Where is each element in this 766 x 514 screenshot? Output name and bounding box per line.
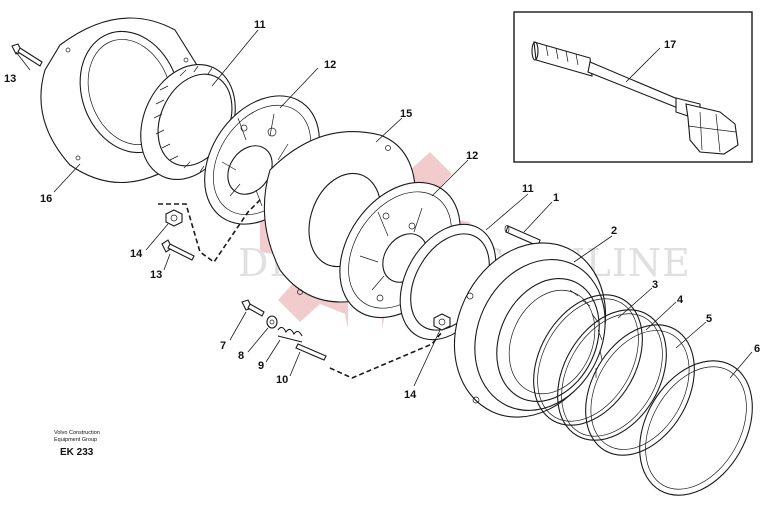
callout-7: 7 <box>220 340 226 352</box>
callout-8: 8 <box>238 350 244 362</box>
part-13-bolt-bottom <box>161 239 195 261</box>
part-4-ring <box>557 309 667 441</box>
callout-17: 17 <box>664 39 676 51</box>
callout-10: 10 <box>276 374 288 386</box>
leader-lines <box>15 29 753 387</box>
part-6-ring <box>639 360 753 496</box>
callout-2: 2 <box>611 225 617 237</box>
part-5-ring <box>585 324 695 456</box>
inset-box: 17 <box>513 11 753 163</box>
callout-11-mid: 11 <box>522 183 534 195</box>
tool-17-drawing <box>531 41 739 155</box>
part-3-ring <box>533 294 643 426</box>
part-14-nut-bottom <box>433 313 451 331</box>
callout-14-bottom: 14 <box>404 389 417 401</box>
callout-3: 3 <box>652 279 658 291</box>
part-8-washer <box>266 315 278 329</box>
callout-15: 15 <box>400 108 412 120</box>
part-13-bolt-top <box>11 43 43 67</box>
part-2-housing <box>453 242 607 418</box>
callout-13-top: 13 <box>4 73 16 85</box>
callout-4: 4 <box>677 294 684 306</box>
part-14-nut-left <box>165 209 183 227</box>
callout-11-top: 11 <box>254 19 266 31</box>
callout-12-top: 12 <box>324 59 336 71</box>
footer-credit: Volvo Construction Equipment Group EK 23… <box>54 430 100 458</box>
callout-6: 6 <box>754 343 760 355</box>
callout-16: 16 <box>40 193 52 205</box>
callout-9: 9 <box>258 360 264 372</box>
callout-12-mid: 12 <box>466 150 478 162</box>
callouts: 11 12 15 12 11 1 2 3 4 5 6 13 16 14 13 7… <box>4 19 760 401</box>
part-10-rod <box>295 343 327 361</box>
footer-line-2: Equipment Group <box>54 437 97 443</box>
callout-14-left: 14 <box>130 248 143 260</box>
footer-code: EK 233 <box>60 447 94 458</box>
assembly-dashed-lines <box>158 197 443 379</box>
part-7-bolt <box>241 299 265 317</box>
callout-13-bottom: 13 <box>150 269 162 281</box>
callout-1: 1 <box>553 192 559 204</box>
footer-line-1: Volvo Construction <box>54 430 100 436</box>
callout-5: 5 <box>706 313 712 325</box>
part-9-spring <box>277 326 303 343</box>
